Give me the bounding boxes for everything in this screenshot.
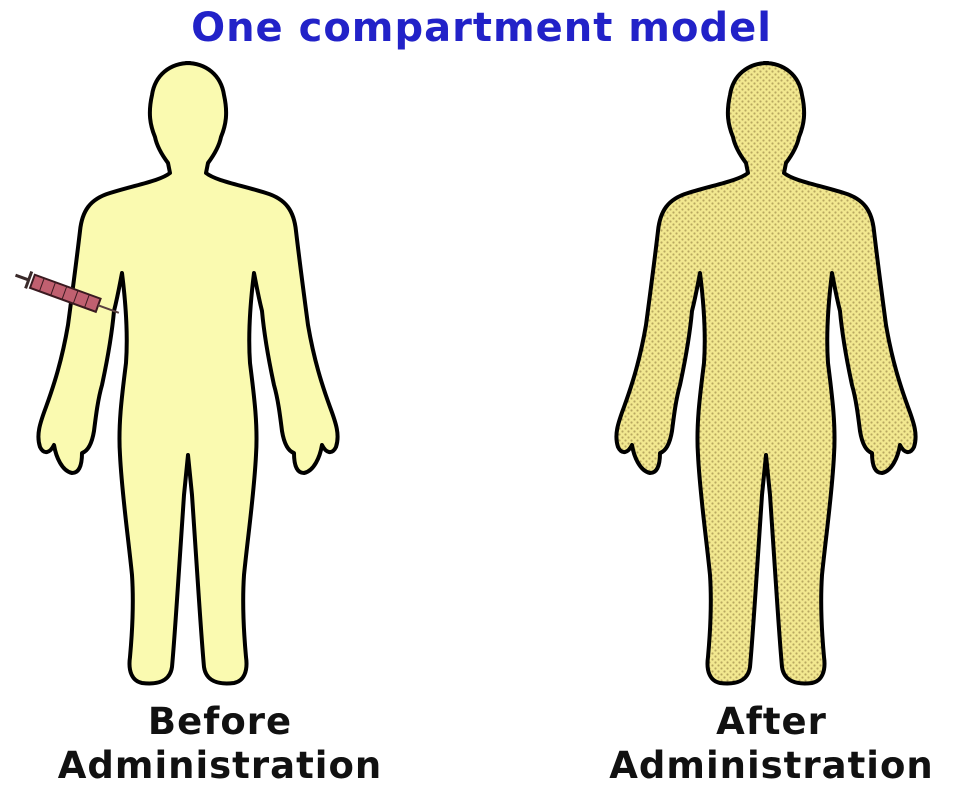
caption-after-line1: After [580,700,963,744]
caption-before: Before Administration [30,700,410,788]
body-figure-after [616,63,915,683]
caption-after: After Administration [580,700,963,788]
caption-after-line2: Administration [580,744,963,788]
caption-before-line2: Administration [30,744,410,788]
caption-before-line1: Before [30,700,410,744]
body-figure-before [38,63,337,683]
